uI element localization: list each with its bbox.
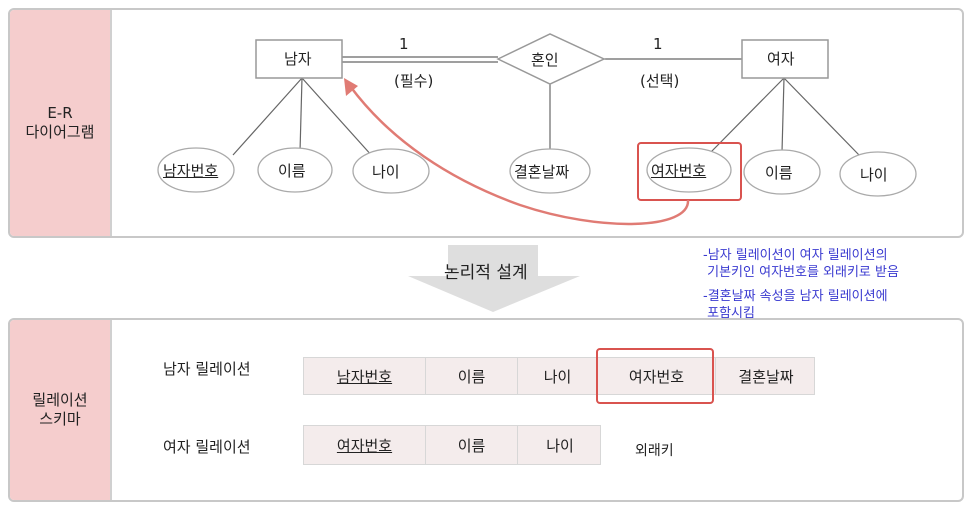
- attr-ellipse-date: [509, 148, 591, 194]
- line-female-age: [783, 77, 861, 157]
- entity-female-box: [741, 39, 829, 79]
- fk-label: 외래키: [635, 443, 674, 459]
- fk-curve-arrowhead: [344, 78, 358, 96]
- note-line-2: 기본키인 여자번호를 외래키로 받음: [703, 265, 899, 280]
- attr-male-age: 나이: [372, 163, 400, 181]
- attr-female-name: 이름: [765, 164, 793, 182]
- male-cell-name: 이름: [426, 358, 518, 394]
- female-cell-female-no: 여자번호: [304, 426, 426, 464]
- design-arrow-label: 논리적 설계: [444, 263, 528, 283]
- attr-female-age: 나이: [860, 166, 888, 184]
- attr-ellipse-female-name: [743, 149, 821, 195]
- female-cell-name: 이름: [426, 426, 518, 464]
- relationship-label: 혼인: [531, 51, 559, 69]
- line-male-age: [301, 77, 374, 158]
- attr-ellipse-male-age: [352, 148, 430, 194]
- female-cell-age: 나이: [546, 436, 574, 455]
- attr-ellipse-female-age: [839, 151, 917, 197]
- note-line-3: -결혼날짜 속성을 남자 릴레이션에: [703, 289, 888, 304]
- fk-curve-arrow: [348, 85, 690, 226]
- entity-male: 남자: [284, 50, 312, 68]
- note-line-4: 포함시킴: [703, 306, 755, 321]
- attr-male-name: 이름: [278, 162, 306, 180]
- er-panel-label: E-R 다이어그램: [10, 10, 112, 236]
- male-cell-male-no: 남자번호: [304, 358, 426, 394]
- entity-female: 여자: [767, 50, 795, 68]
- line-male-name: [299, 77, 303, 153]
- relationship-diamond: [496, 33, 606, 85]
- line-male-no: [232, 77, 303, 156]
- attr-female-no: 여자번호: [651, 162, 707, 180]
- participation-left: (필수): [394, 72, 434, 90]
- cardinality-right: 1: [653, 35, 663, 53]
- attr-ellipse-female-no: [646, 147, 732, 193]
- attr-ellipse-male-no: [157, 147, 235, 193]
- entity-male-box: [255, 39, 343, 79]
- attr-rel-date: 결혼날짜: [514, 163, 570, 181]
- male-cell-age: 나이: [518, 358, 598, 394]
- male-cell-date: 결혼날짜: [738, 367, 794, 386]
- male-relation-name: 남자 릴레이션: [163, 360, 251, 378]
- female-relation-row: 여자번호 이름 나이: [303, 425, 601, 465]
- note-line-1: -남자 릴레이션이 여자 릴레이션의: [703, 248, 888, 263]
- schema-panel-label: 릴레이션 스키마: [10, 320, 112, 500]
- attr-ellipse-male-name: [257, 147, 333, 193]
- male-cell-female-no: 여자번호: [598, 358, 716, 394]
- schema-panel: 릴레이션 스키마: [8, 318, 964, 502]
- line-female-name: [781, 77, 785, 153]
- participation-right: (선택): [640, 72, 680, 90]
- cardinality-left: 1: [399, 35, 409, 53]
- highlight-female-no: [637, 142, 742, 201]
- female-relation-name: 여자 릴레이션: [163, 438, 251, 456]
- design-arrow: [408, 245, 580, 312]
- fk-highlight-box: [596, 348, 714, 404]
- attr-male-no: 남자번호: [163, 162, 219, 180]
- male-relation-row: 남자번호 이름 나이 여자번호 결혼날짜: [303, 357, 815, 395]
- line-female-no: [709, 77, 785, 154]
